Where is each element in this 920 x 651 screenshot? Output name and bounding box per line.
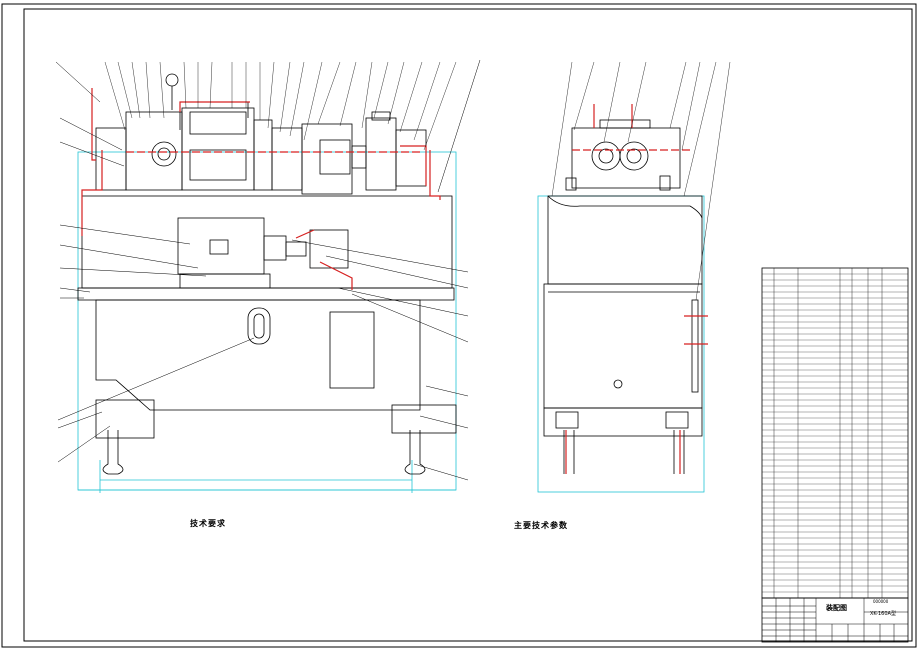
title-block-drawing-title: 装配图 — [826, 604, 847, 612]
gearbox-upper — [365, 117, 397, 191]
reducer — [301, 123, 353, 195]
technical-requirements: 技术要求 — [190, 518, 226, 533]
front-leader-lines — [55, 59, 481, 481]
parts-list-rows — [762, 273, 908, 593]
inner-frame — [23, 8, 913, 642]
side-view — [537, 119, 705, 493]
coupling — [351, 145, 367, 169]
base-right-foot — [391, 404, 457, 434]
top-callout-lines — [104, 61, 457, 151]
title-block-code: 000000 — [873, 599, 889, 604]
side-hydraulic-lines — [565, 104, 708, 474]
pump — [309, 229, 349, 269]
front-view — [77, 73, 457, 493]
side-tank — [547, 195, 703, 285]
base-frame — [95, 299, 421, 411]
mill-frame-left — [95, 127, 127, 191]
side-leader-lines — [551, 61, 731, 301]
base-left-foot — [95, 399, 155, 439]
side-base — [543, 283, 703, 409]
tank-lower-lid — [77, 287, 455, 301]
parts-list — [761, 267, 909, 599]
motor — [177, 217, 265, 275]
main-parameters-title: 主要技术参数 — [514, 521, 568, 530]
main-parameters: 主要技术参数 — [514, 520, 568, 535]
mill-roll — [181, 107, 255, 191]
side-mill-housing — [571, 127, 681, 189]
title-block — [761, 597, 909, 643]
front-hydraulic-lines — [81, 88, 441, 290]
outer-frame — [1, 3, 917, 648]
mill-housing — [125, 111, 183, 191]
technical-requirements-title: 技术要求 — [190, 519, 226, 528]
front-dimension-box — [77, 151, 457, 491]
side-dimension-box — [537, 195, 705, 493]
title-block-drawing-number: XK-160A型 — [870, 611, 896, 617]
base-access-panel — [329, 311, 375, 389]
